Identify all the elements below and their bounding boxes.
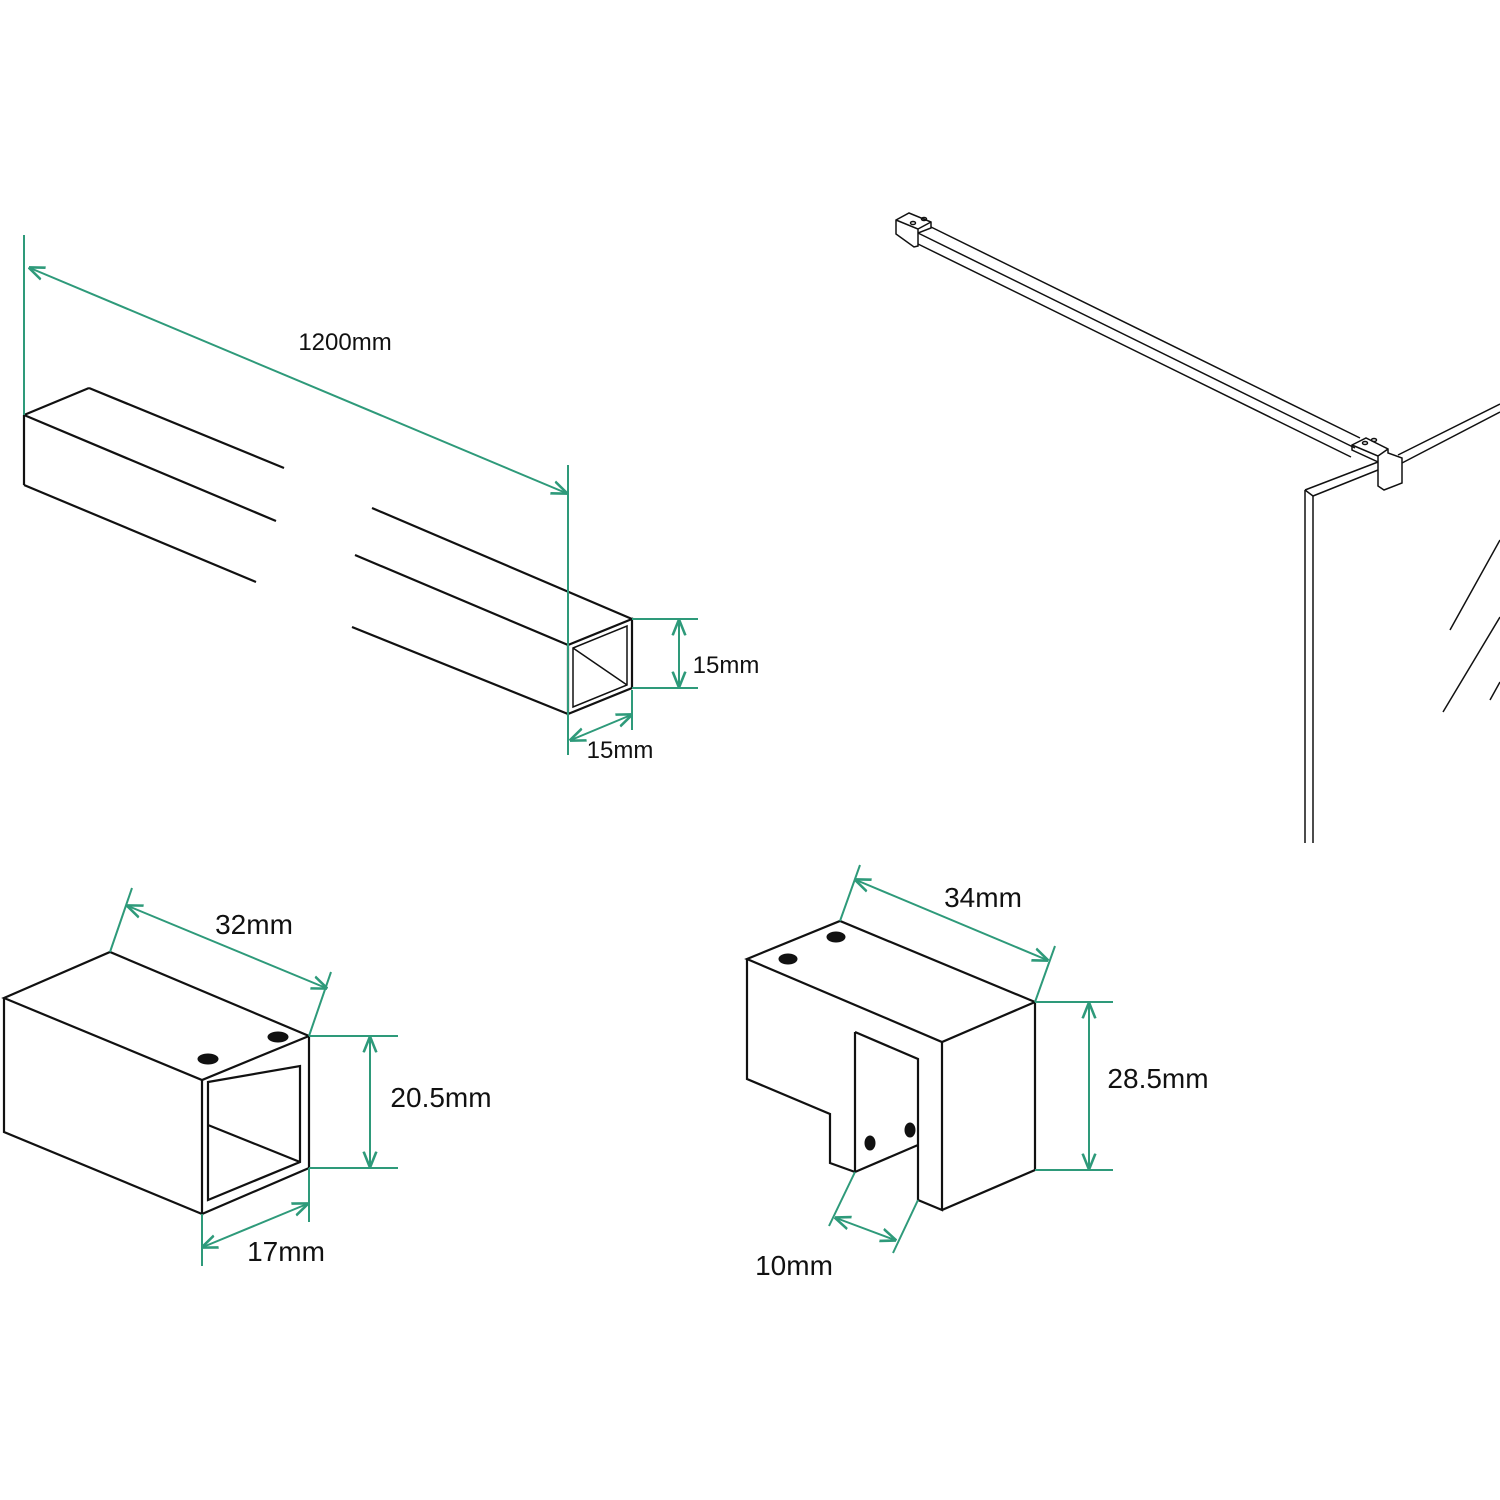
tube-width-label: 15mm xyxy=(587,737,654,764)
glass-clamp-height-dimension xyxy=(1035,1001,1113,1171)
tube-drawing xyxy=(22,386,634,716)
tube-height-dimension xyxy=(632,618,698,689)
installation-view xyxy=(895,212,1500,843)
wall-bracket-length-label: 32mm xyxy=(215,909,293,940)
screw-hole-icon xyxy=(197,1053,219,1065)
wall-bracket-width-label: 17mm xyxy=(247,1236,325,1267)
screw-hole-icon xyxy=(267,1031,289,1043)
wall-bracket-height-label: 20.5mm xyxy=(390,1082,491,1113)
screw-hole-icon xyxy=(778,953,798,965)
glass-clamp-drawing xyxy=(744,919,1038,1212)
glass-clamp-slot-label: 10mm xyxy=(755,1250,833,1281)
glass-clamp-height-label: 28.5mm xyxy=(1107,1063,1208,1094)
screw-hole-icon xyxy=(826,931,846,943)
screw-hole-icon xyxy=(864,1135,876,1151)
tube-length-dimension xyxy=(23,235,568,755)
tube-length-label: 1200mm xyxy=(298,329,391,356)
wall-bracket-height-dimension xyxy=(309,1035,398,1169)
wall-bracket-width-dimension xyxy=(202,1168,309,1266)
glass-clamp-slot-dimension xyxy=(828,1171,919,1254)
tube-width-dimension xyxy=(571,690,632,740)
wall-bracket-drawing xyxy=(1,950,312,1216)
tube-height-label: 15mm xyxy=(693,652,760,679)
glass-clamp-length-label: 34mm xyxy=(944,882,1022,913)
wall-bracket-length-dimension xyxy=(109,887,332,1037)
glass-clamp-length-dimension xyxy=(839,864,1056,1003)
screw-hole-icon xyxy=(904,1122,916,1138)
